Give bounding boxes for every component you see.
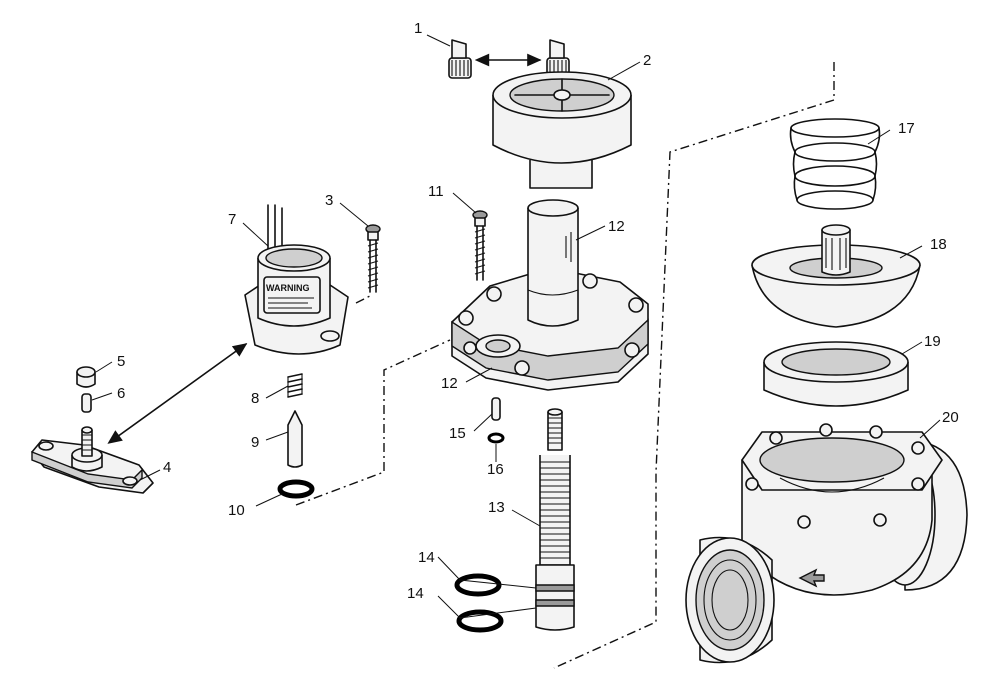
part-17-spring xyxy=(789,118,881,210)
assembly-center-lines xyxy=(295,62,835,669)
callout-leaders xyxy=(91,34,941,619)
callout-7: 7 xyxy=(228,211,236,228)
callout-3: 3 xyxy=(325,192,333,209)
part-15-pin xyxy=(491,397,501,421)
part-14-o-ring-lower xyxy=(456,609,504,633)
callout-16: 16 xyxy=(487,461,504,478)
callout-17: 17 xyxy=(898,120,915,137)
callout-18: 18 xyxy=(930,236,947,253)
part-1-bleed-knob xyxy=(448,39,472,79)
callout-12-upper: 12 xyxy=(608,218,625,235)
callout-5: 5 xyxy=(117,353,125,370)
callout-1: 1 xyxy=(414,20,422,37)
callout-11: 11 xyxy=(428,183,444,200)
callout-15: 15 xyxy=(449,425,466,442)
callout-9: 9 xyxy=(251,434,259,451)
part-2-flow-control-handle xyxy=(492,71,632,189)
part-14-o-ring-upper xyxy=(454,573,502,597)
callout-19: 19 xyxy=(924,333,941,350)
part-3-screw xyxy=(365,224,381,293)
interchange-arrow-solenoid xyxy=(107,343,248,444)
part-12-bonnet xyxy=(451,199,649,391)
part-11-screw xyxy=(472,210,488,281)
callout-20: 20 xyxy=(942,409,959,426)
callout-6: 6 xyxy=(117,385,125,402)
solenoid-warning-label: WARNING xyxy=(266,283,310,293)
part-6-plunger xyxy=(81,393,92,413)
callout-13: 13 xyxy=(488,499,505,516)
callout-2: 2 xyxy=(643,52,651,69)
callout-14-lower: 14 xyxy=(407,585,424,602)
callout-10: 10 xyxy=(228,502,245,519)
part-10-o-ring xyxy=(277,479,315,499)
part-9-plunger xyxy=(287,410,303,468)
part-13-stem xyxy=(535,408,575,631)
part-5-cap xyxy=(76,366,96,388)
part-4-base-plate xyxy=(31,426,154,494)
callout-12-lower: 12 xyxy=(441,375,458,392)
part-18-diaphragm xyxy=(751,224,921,328)
callout-numbers: 1 2 3 4 5 6 7 8 9 10 11 12 12 13 14 14 1… xyxy=(117,20,959,602)
callout-8: 8 xyxy=(251,390,259,407)
part-16-o-ring xyxy=(487,432,505,444)
part-8-spring xyxy=(287,373,303,398)
callout-14-upper: 14 xyxy=(418,549,435,566)
callout-4: 4 xyxy=(163,459,171,476)
part-7-solenoid: WARNING xyxy=(244,204,349,355)
part-19-support-ring xyxy=(763,341,909,407)
part-20-valve-body xyxy=(685,423,968,664)
